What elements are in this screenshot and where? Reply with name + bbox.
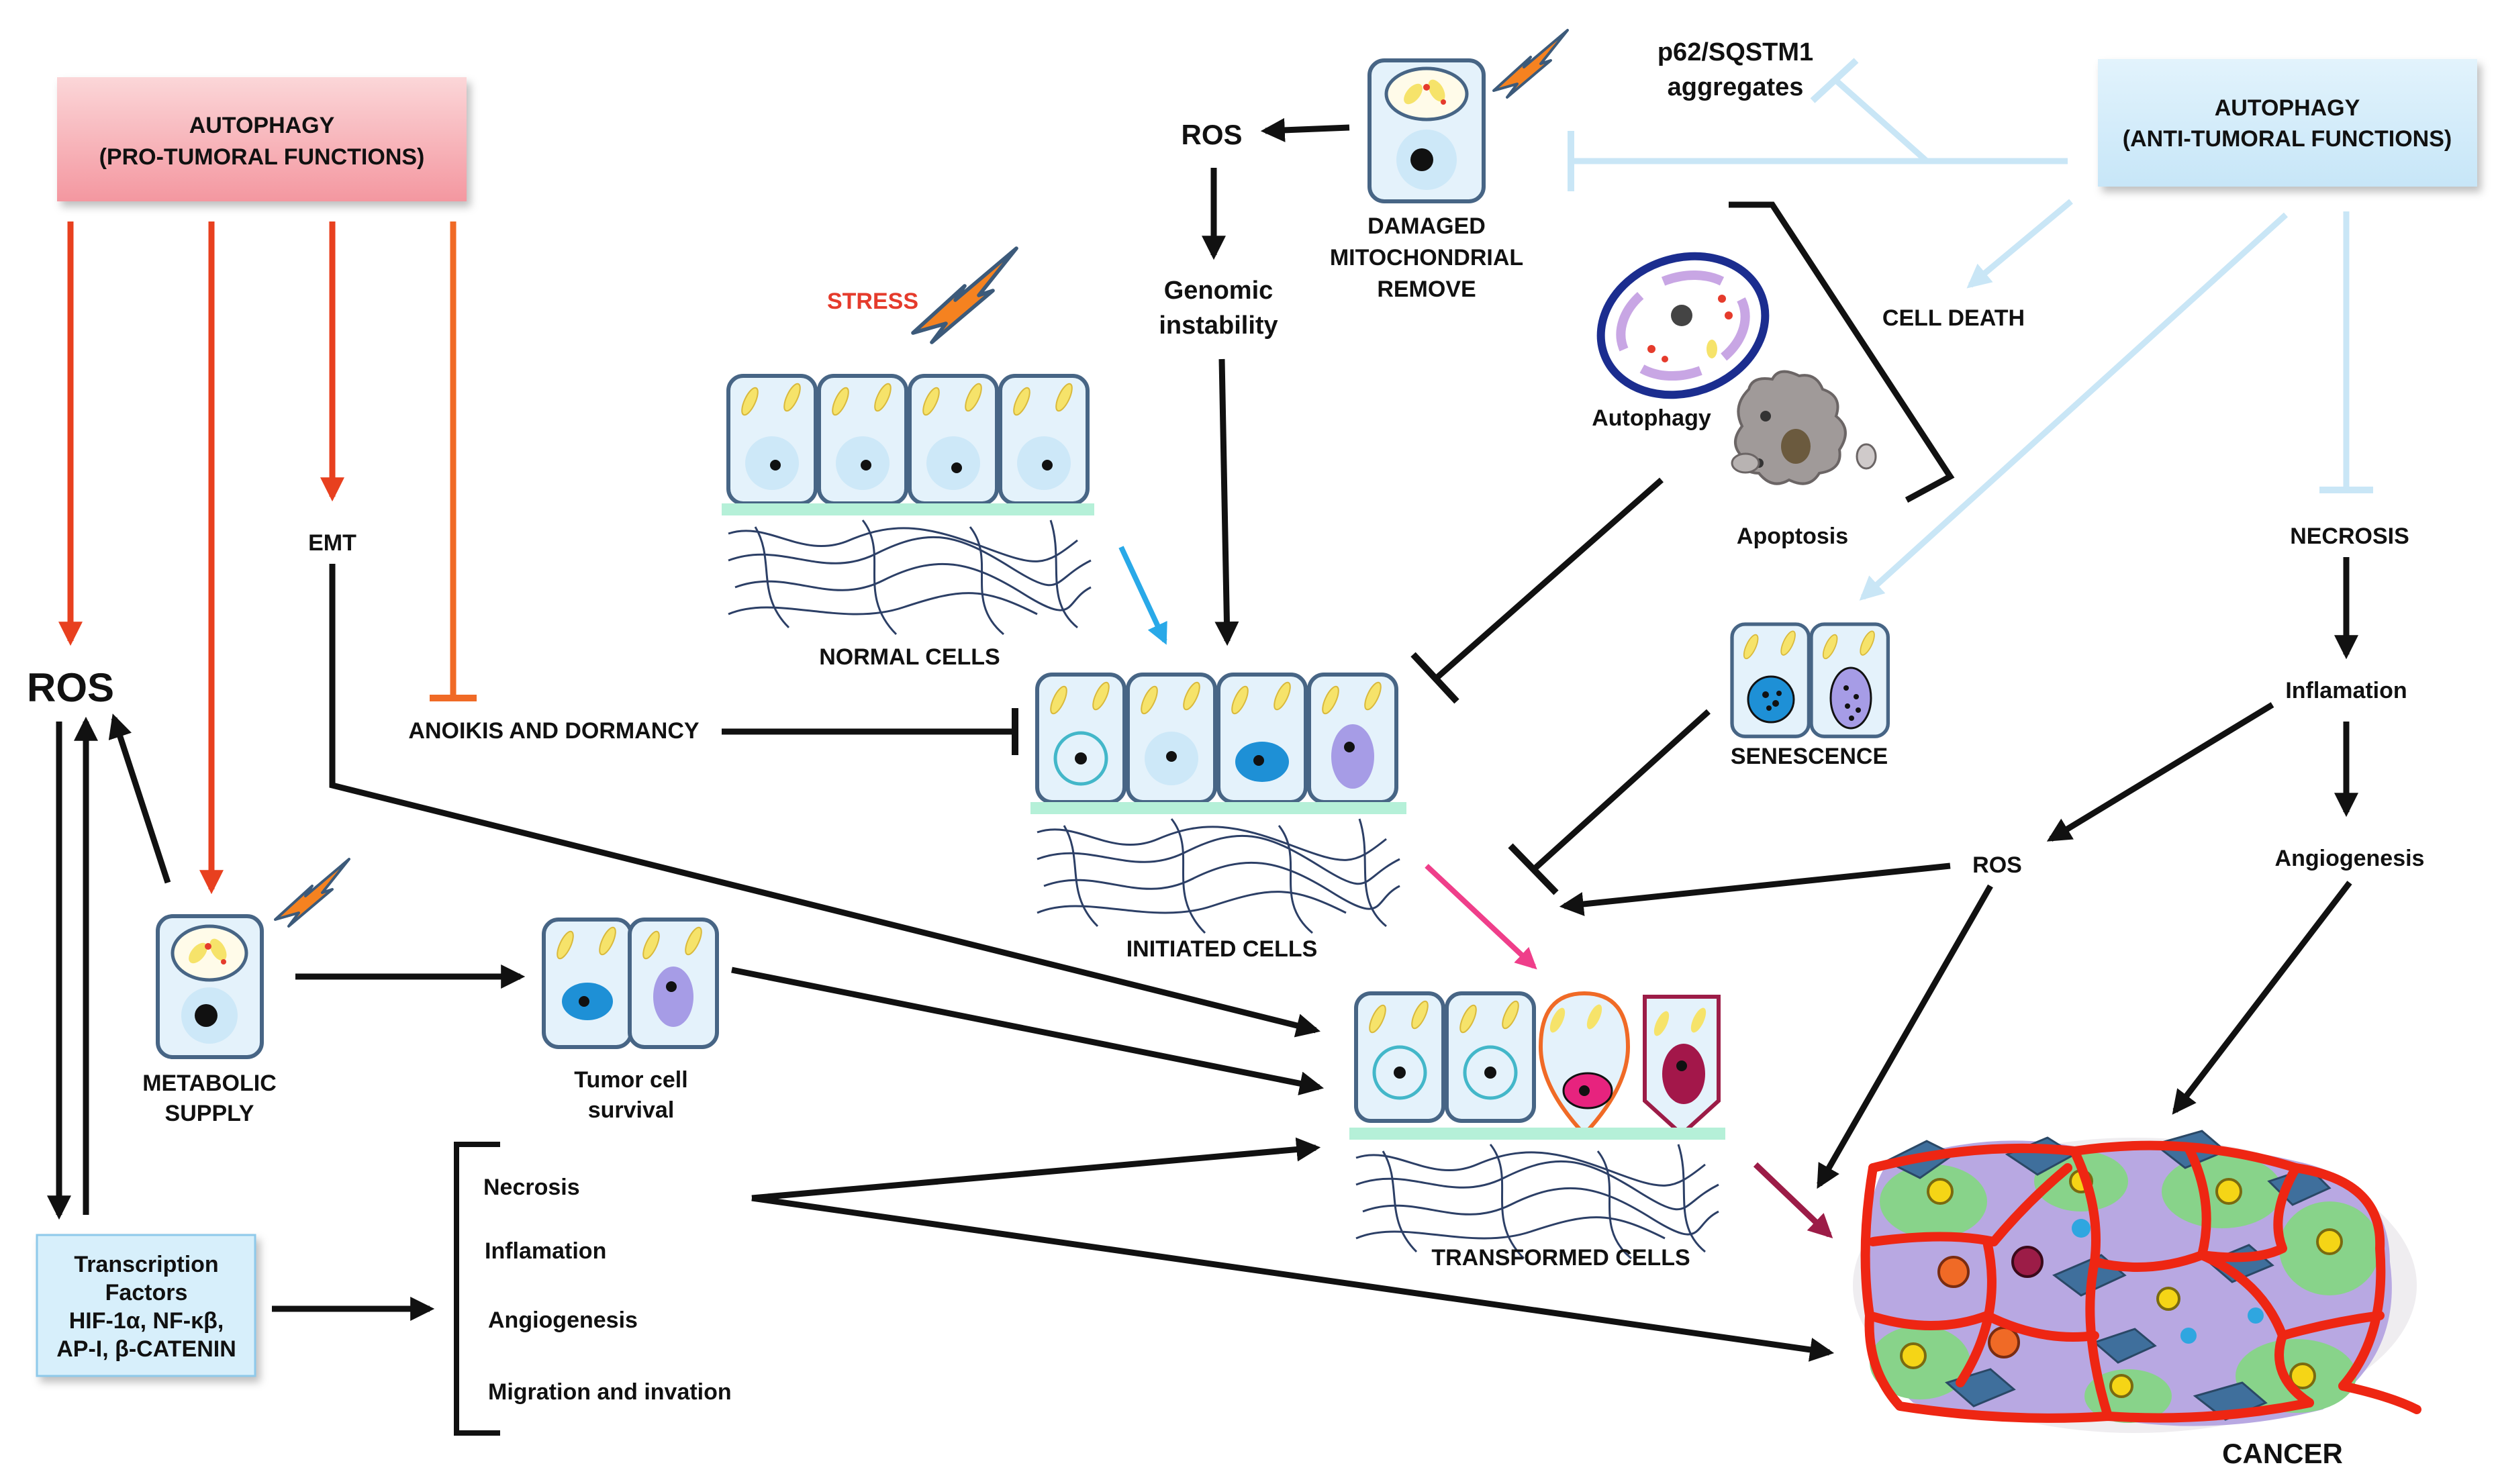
survival-label-2: survival: [588, 1097, 675, 1123]
autophagy-cell-icon: [1596, 252, 1770, 399]
stress-lightning-icon: [913, 248, 1016, 342]
anti-to-cell-death-arrow: [1966, 199, 2073, 289]
anti-tumoral-subtitle: (ANTI-TUMORAL FUNCTIONS): [2123, 126, 2452, 152]
apoptosis-cell-icon: [1731, 370, 1877, 485]
normal-to-initiated-arrow: [1118, 546, 1167, 645]
anoikis-label: ANOIKIS AND DORMANCY: [408, 718, 700, 744]
metabolic-label-1: METABOLIC: [142, 1071, 277, 1096]
tf-line-3: HIF-1α, NF-κβ,: [69, 1308, 224, 1334]
anoikis-inhibits-initiated: [722, 708, 1018, 755]
metabolic-lightning-icon: [274, 858, 350, 928]
metabolic-to-ros-arrow: [108, 713, 171, 884]
pro-tumoral-box: AUTOPHAGY (PRO-TUMORAL FUNCTIONS): [57, 77, 467, 201]
initiated-cells-label: INITIATED CELLS: [1126, 936, 1318, 962]
anti-inhibits-p62: [1810, 58, 1929, 164]
inflamation-to-ros-arrow: [2046, 702, 2274, 842]
damaged-to-ros-arrow: [1260, 117, 1350, 142]
pro-tumoral-title: AUTOPHAGY: [189, 113, 335, 138]
center-ros-label: ROS: [1181, 119, 1242, 150]
pro-tumoral-subtitle: (PRO-TUMORAL FUNCTIONS): [99, 144, 425, 170]
outcome-necrosis: Necrosis: [483, 1175, 580, 1200]
genomic-to-initiated-arrow: [1214, 358, 1239, 646]
tf-line-4: AP-I, β-CATENIN: [56, 1336, 236, 1362]
ros-to-cancer-arrow: [1817, 884, 1993, 1189]
tf-line-2: Factors: [105, 1280, 188, 1305]
transformed-cells-label: TRANSFORMED CELLS: [1431, 1245, 1690, 1271]
cell-death-inhibits-initiated: [1410, 477, 1664, 704]
transformed-to-cancer-arrow: [1753, 1162, 1833, 1238]
inflamation-label: Inflamation: [2285, 678, 2407, 703]
senescence-inhibits-transformed: [1508, 709, 1711, 895]
transformed-cells: [1349, 991, 1725, 1260]
normal-cells: [722, 376, 1094, 636]
outcomes-to-cancer-arrow: [751, 1195, 1835, 1362]
left-ros-label: ROS: [27, 665, 114, 710]
outcome-inflamation: Inflamation: [485, 1238, 606, 1264]
tumor-survival-cells: [544, 920, 717, 1047]
transcription-factors-box: Transcription Factors HIF-1α, NF-κβ, AP-…: [36, 1234, 256, 1377]
cell-death-label: CELL DEATH: [1882, 305, 2025, 331]
damaged-label-1: DAMAGED: [1367, 213, 1486, 239]
emt-label: EMT: [308, 530, 356, 556]
p62-label-2: aggregates: [1668, 73, 1804, 101]
survival-label-1: Tumor cell: [574, 1067, 687, 1093]
metabolic-label-2: SUPPLY: [165, 1101, 254, 1126]
angiogenesis-label: Angiogenesis: [2275, 846, 2425, 871]
necrosis-label: NECROSIS: [2290, 524, 2409, 549]
ros-to-transformed-arrow: [1559, 862, 1951, 916]
damaged-lightning-icon: [1492, 29, 1569, 99]
initiated-cells: [1030, 675, 1406, 934]
outcome-angiogenesis: Angiogenesis: [488, 1307, 638, 1333]
emt-to-transformed-arrow: [329, 564, 1320, 1038]
metabolic-cell: [156, 914, 264, 1059]
pro-inhibits-anoikis: [430, 221, 477, 701]
senescence-cells: [1732, 624, 1888, 736]
outcome-migration: Migration and invation: [488, 1379, 732, 1405]
senescence-label: SENESCENCE: [1731, 744, 1888, 769]
anti-tumoral-box: AUTOPHAGY (ANTI-TUMORAL FUNCTIONS): [2098, 59, 2477, 187]
outcomes-bracket: [454, 1142, 500, 1436]
tf-line-1: Transcription: [74, 1252, 218, 1277]
genomic-label-1: Genomic: [1164, 277, 1274, 305]
initiated-to-transformed-arrow: [1425, 864, 1537, 970]
stress-label: STRESS: [827, 289, 918, 314]
anti-tumoral-title: AUTOPHAGY: [2215, 95, 2360, 121]
outcomes-to-transformed-arrow: [751, 1137, 1321, 1201]
damaged-label-2: MITOCHONDRIAL: [1330, 245, 1523, 270]
anti-inhibits-necrosis: [2319, 211, 2373, 493]
right-ros-label: ROS: [1972, 852, 2022, 878]
angiogenesis-to-cancer-arrow: [2172, 881, 2352, 1115]
normal-cells-label: NORMAL CELLS: [819, 644, 1000, 670]
survival-to-transformed-arrow: [731, 967, 1325, 1096]
apoptosis-label: Apoptosis: [1737, 524, 1848, 549]
cancer-label: CANCER: [2222, 1438, 2343, 1469]
p62-label-1: p62/SQSTM1: [1658, 38, 1813, 66]
cancer-tissue: [1853, 1130, 2421, 1433]
damaged-label-3: REMOVE: [1377, 277, 1476, 302]
anti-inhibits-damaged: [1568, 131, 2068, 191]
damaged-mito-cell: [1367, 58, 1486, 203]
genomic-label-2: instability: [1159, 311, 1278, 340]
cell-death-bracket: [1729, 201, 1955, 503]
autophagy-label: Autophagy: [1592, 405, 1711, 431]
anti-to-senescence-arrow: [1859, 212, 2289, 601]
